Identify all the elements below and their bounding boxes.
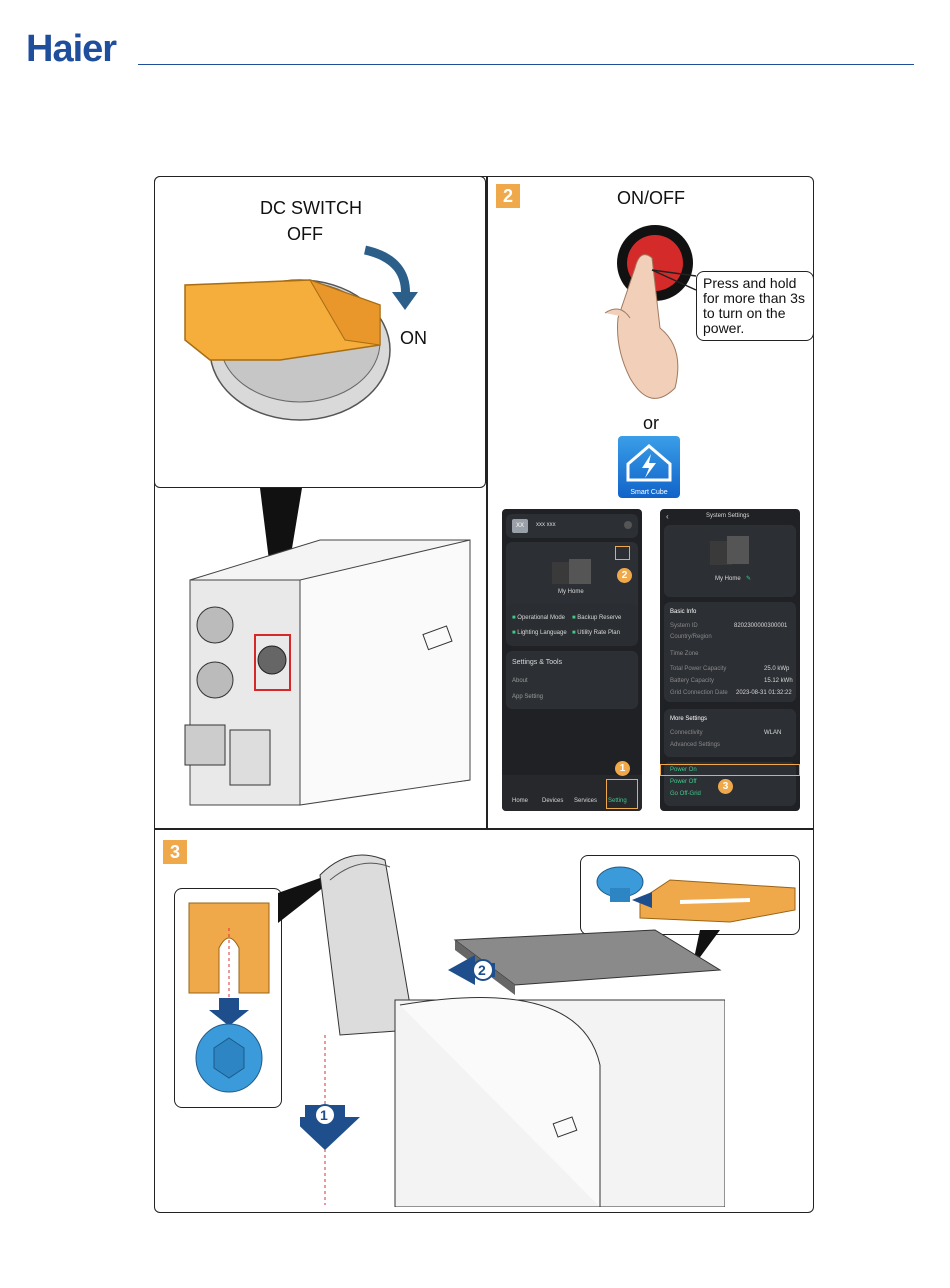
onoff-label: ON/OFF bbox=[617, 188, 685, 208]
inverter-device-illustration bbox=[184, 539, 471, 806]
avatar[interactable]: XX bbox=[512, 519, 528, 533]
arrow-2-label: 2 bbox=[478, 962, 486, 978]
step-3-badge: 3 bbox=[163, 840, 187, 864]
user-header bbox=[506, 514, 638, 538]
info-label: Battery Capacity bbox=[670, 678, 715, 684]
nav-home[interactable]: Home bbox=[512, 798, 529, 804]
house-bolt-icon bbox=[626, 444, 672, 482]
screw-slot-detail bbox=[596, 866, 796, 923]
more-settings-card bbox=[664, 709, 796, 757]
dc-switch-illustration bbox=[184, 245, 418, 421]
marker-3: 3 bbox=[718, 779, 733, 794]
step-2-badge: 2 bbox=[496, 184, 520, 208]
setting-highlight bbox=[606, 779, 638, 809]
info-label: Grid Connection Date bbox=[670, 690, 728, 696]
menu-app-setting[interactable]: App Setting bbox=[512, 694, 544, 700]
feature-utility-rate-plan[interactable]: ■ Utility Rate Plan bbox=[572, 630, 620, 636]
home-name: My Home bbox=[558, 589, 584, 595]
power-off-option[interactable]: Power Off bbox=[670, 779, 697, 785]
menu-about[interactable]: About bbox=[512, 678, 528, 684]
info-label: Total Power Capacity bbox=[670, 666, 727, 672]
or-label: or bbox=[643, 413, 660, 433]
settings-tools-title: Settings & Tools bbox=[512, 659, 563, 666]
info-value: 8202300000300001 bbox=[734, 623, 788, 629]
power-button-hand-illustration[interactable] bbox=[590, 218, 700, 413]
user-name: xxx xxx bbox=[536, 522, 556, 528]
smart-cube-app-icon[interactable]: Smart Cube bbox=[618, 436, 680, 498]
settings-tools-card bbox=[506, 651, 638, 709]
panel-divider-vertical bbox=[486, 176, 488, 828]
feature-grid bbox=[506, 604, 638, 646]
notification-icon[interactable] bbox=[624, 521, 632, 529]
power-on-highlight bbox=[660, 764, 800, 776]
arrow-1-label: 1 bbox=[320, 1107, 328, 1123]
header-divider bbox=[138, 64, 914, 65]
dc-switch-label: DC SWITCH bbox=[260, 198, 362, 218]
power-on-option[interactable]: Power On bbox=[670, 767, 697, 773]
haier-logo: Haier bbox=[26, 28, 117, 70]
handle-slot-detail bbox=[188, 902, 270, 1093]
device-thumbnail-icon bbox=[552, 559, 591, 584]
press-hold-instruction: Press and hold for more than 3s to turn … bbox=[696, 271, 814, 341]
more-settings-title: More Settings bbox=[670, 716, 708, 722]
more-options-highlight[interactable] bbox=[615, 546, 630, 560]
system-settings-screen: ‹ System Settings My Home ✎ Basic Info S… bbox=[660, 509, 800, 811]
connectivity-row[interactable]: Connectivity bbox=[670, 730, 703, 736]
info-value: 25.0 kWp bbox=[764, 666, 790, 672]
nav-services[interactable]: Services bbox=[574, 798, 598, 804]
bottom-nav bbox=[502, 775, 642, 811]
info-value: 2023-08-31 01:32:22 bbox=[736, 690, 792, 696]
marker-2: 2 bbox=[617, 568, 632, 583]
off-label: OFF bbox=[287, 224, 323, 244]
app-home-screen: XX xxx xxx My Home 2 ■ Operational Mode … bbox=[502, 509, 642, 811]
feature-backup-reserve[interactable]: ■ Backup Reserve bbox=[572, 615, 622, 621]
feature-lighting-language[interactable]: ■ Lighting Language bbox=[512, 630, 567, 636]
basic-info-title: Basic Info bbox=[670, 609, 697, 615]
screen-title: System Settings bbox=[706, 513, 750, 519]
device-thumbnail-icon bbox=[710, 536, 749, 565]
cover-removal-illustration: 1 2 bbox=[300, 854, 725, 1207]
panel-divider-horizontal bbox=[154, 828, 814, 830]
back-icon[interactable]: ‹ bbox=[666, 512, 669, 521]
nav-setting[interactable]: Setting bbox=[608, 798, 627, 804]
go-off-grid-option[interactable]: Go Off-Grid bbox=[670, 791, 701, 797]
instruction-frame bbox=[154, 176, 814, 1213]
connectivity-value: WLAN bbox=[764, 730, 782, 736]
info-label: Country/Region bbox=[670, 634, 712, 640]
info-value: 15.12 kWh bbox=[764, 678, 793, 684]
info-label: System ID bbox=[670, 623, 698, 629]
edit-icon[interactable]: ✎ bbox=[746, 576, 752, 582]
basic-info-card bbox=[664, 602, 796, 702]
info-label: Time Zone bbox=[670, 651, 699, 657]
advanced-settings-row[interactable]: Advanced Settings bbox=[670, 742, 721, 748]
marker-1: 1 bbox=[615, 761, 630, 776]
bubble-pointer bbox=[651, 269, 697, 291]
home-name: My Home bbox=[715, 576, 741, 582]
nav-devices[interactable]: Devices bbox=[542, 798, 564, 804]
on-label: ON bbox=[400, 328, 427, 348]
app-name: Smart Cube bbox=[630, 489, 668, 496]
feature-operational-mode[interactable]: ■ Operational Mode bbox=[512, 615, 565, 621]
